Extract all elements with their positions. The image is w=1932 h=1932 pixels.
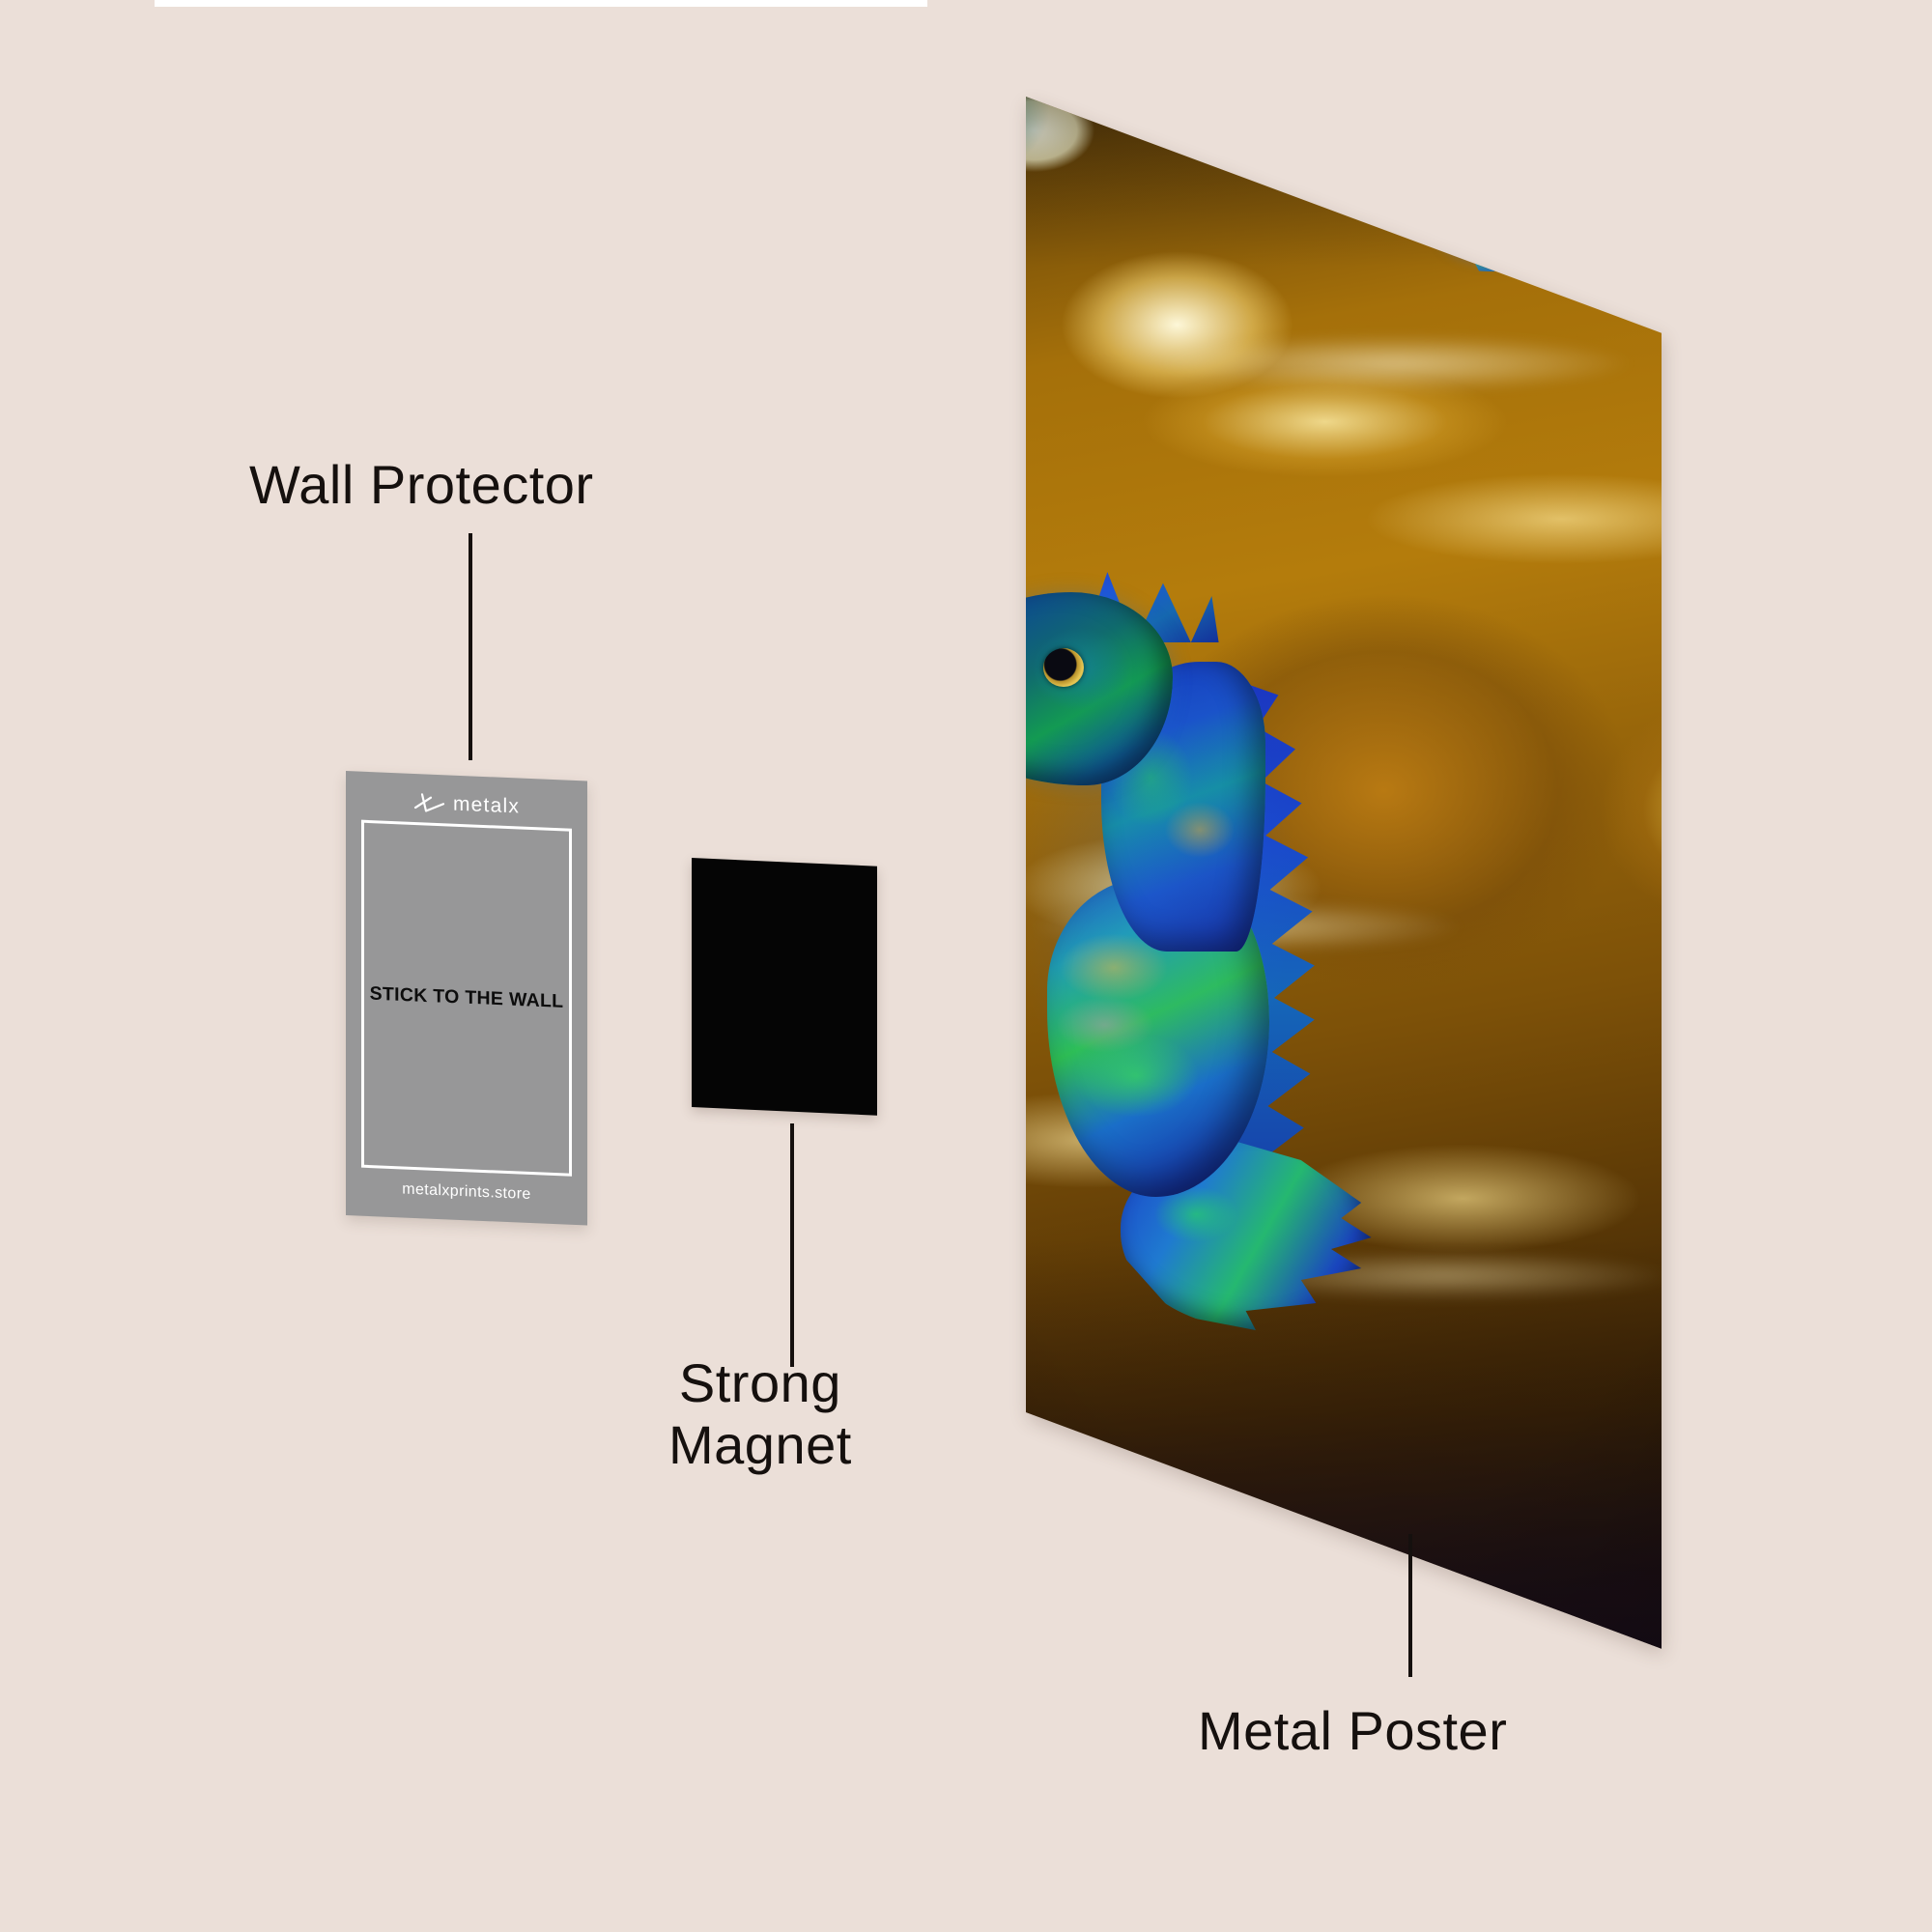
callout-label-wall-protector: Wall Protector: [249, 454, 594, 515]
callout-label-metal-poster: Metal Poster: [1198, 1700, 1508, 1761]
wall-protector-card[interactable]: metalx STICK TO THE WALL metalxprints.st…: [346, 771, 587, 1226]
top-white-strip: [155, 0, 927, 7]
metal-poster[interactable]: [1026, 97, 1662, 1649]
strong-magnet[interactable]: [692, 858, 877, 1116]
fish-body: [1436, 190, 1544, 263]
poster-artwork-seahorse: [1026, 97, 1662, 1649]
fish-eye: [1454, 213, 1469, 229]
leader-line-strong-magnet: [790, 1123, 794, 1367]
callout-label-strong-magnet: Strong Magnet: [668, 1352, 852, 1475]
leader-line-wall-protector: [469, 533, 472, 760]
brand-wordmark: metalx: [452, 792, 521, 818]
brand-logo: metalx: [346, 786, 587, 823]
fish-tail: [1526, 202, 1569, 250]
artwork-vignette: [1026, 97, 1662, 1649]
fish-head-highlight: [1440, 215, 1482, 249]
wall-protector-surface: metalx STICK TO THE WALL metalxprints.st…: [346, 771, 587, 1226]
protector-store-url: metalxprints.store: [402, 1180, 531, 1204]
metalx-cross-mark-icon: [413, 793, 445, 812]
leader-line-metal-poster: [1408, 1534, 1412, 1677]
fish-dorsal-fin: [1468, 183, 1522, 200]
